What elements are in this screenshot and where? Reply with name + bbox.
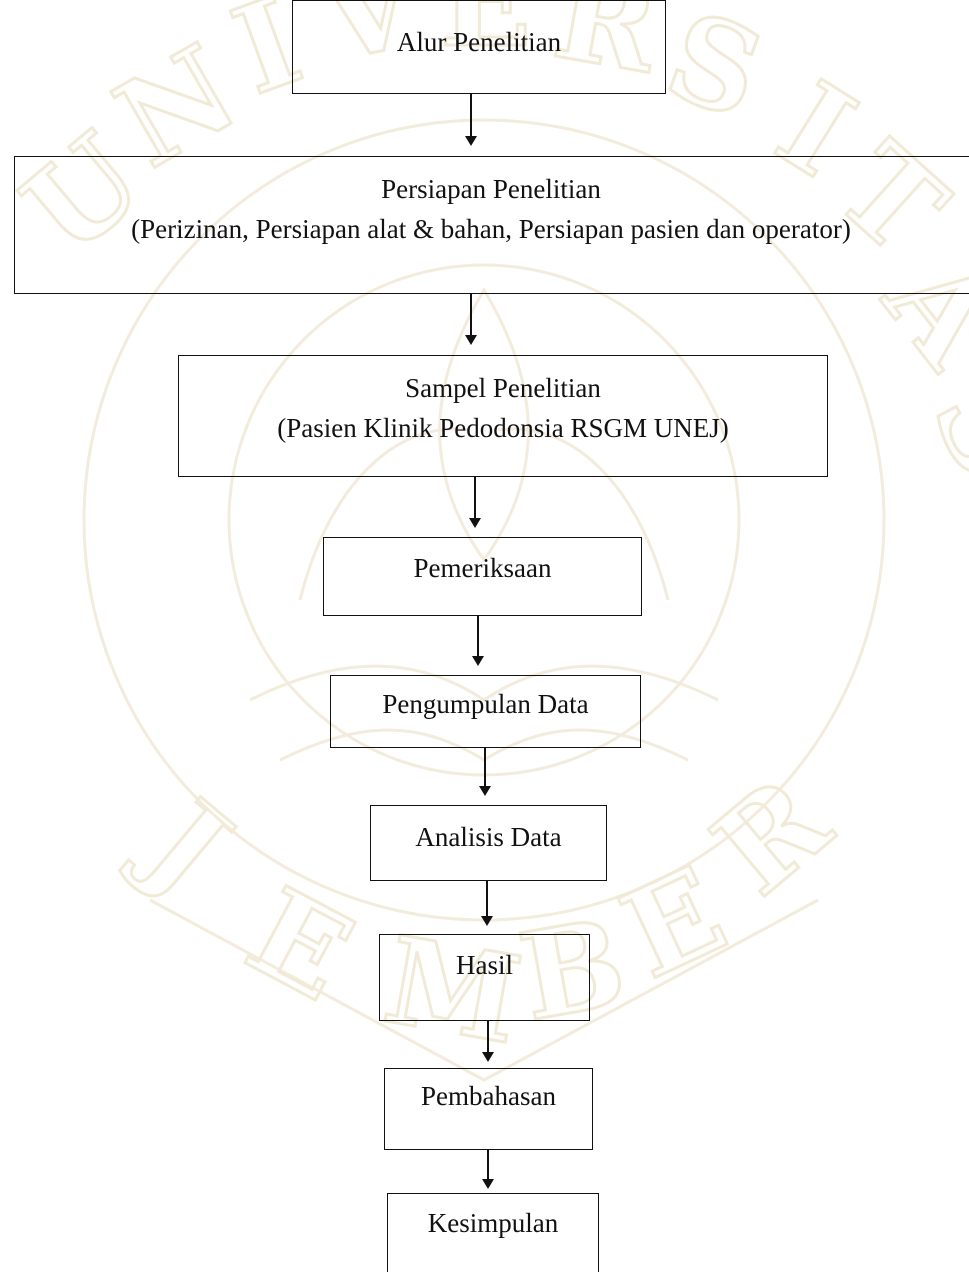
step-sampel-penelitian: Sampel Penelitian (Pasien Klinik Pedodon… (178, 355, 828, 477)
step-title: Persiapan Penelitian (381, 174, 601, 204)
svg-text:E: E (226, 861, 373, 1028)
step-pengumpulan-data: Pengumpulan Data (330, 675, 641, 748)
step-title: Hasil (456, 950, 513, 980)
svg-text:R: R (688, 749, 856, 922)
step-pembahasan: Pembahasan (384, 1068, 593, 1150)
step-persiapan-penelitian: Persiapan Penelitian (Perizinan, Persiap… (14, 156, 969, 294)
step-kesimpulan: Kesimpulan (387, 1193, 599, 1272)
svg-text:S: S (650, 0, 780, 147)
step-hasil: Hasil (379, 934, 590, 1021)
step-title: Kesimpulan (427, 1208, 559, 1238)
svg-text:E: E (603, 840, 745, 1006)
step-subtitle: (Perizinan, Persiapan alat & bahan, Pers… (131, 214, 851, 244)
svg-text:J: J (114, 768, 255, 918)
step-title: Analisis Data (415, 822, 562, 852)
step-subtitle: (Pasien Klinik Pedodonsia RSGM UNEJ) (277, 413, 729, 443)
step-title: Pembahasan (421, 1081, 556, 1111)
step-title: Pemeriksaan (413, 553, 552, 583)
svg-text:S: S (904, 357, 969, 500)
step-title: Sampel Penelitian (405, 373, 601, 403)
step-title: Alur Penelitian (396, 27, 562, 57)
step-alur-penelitian: Alur Penelitian (292, 0, 666, 94)
step-pemeriksaan: Pemeriksaan (323, 537, 642, 616)
step-title: Pengumpulan Data (382, 689, 589, 719)
step-analisis-data: Analisis Data (370, 805, 607, 881)
